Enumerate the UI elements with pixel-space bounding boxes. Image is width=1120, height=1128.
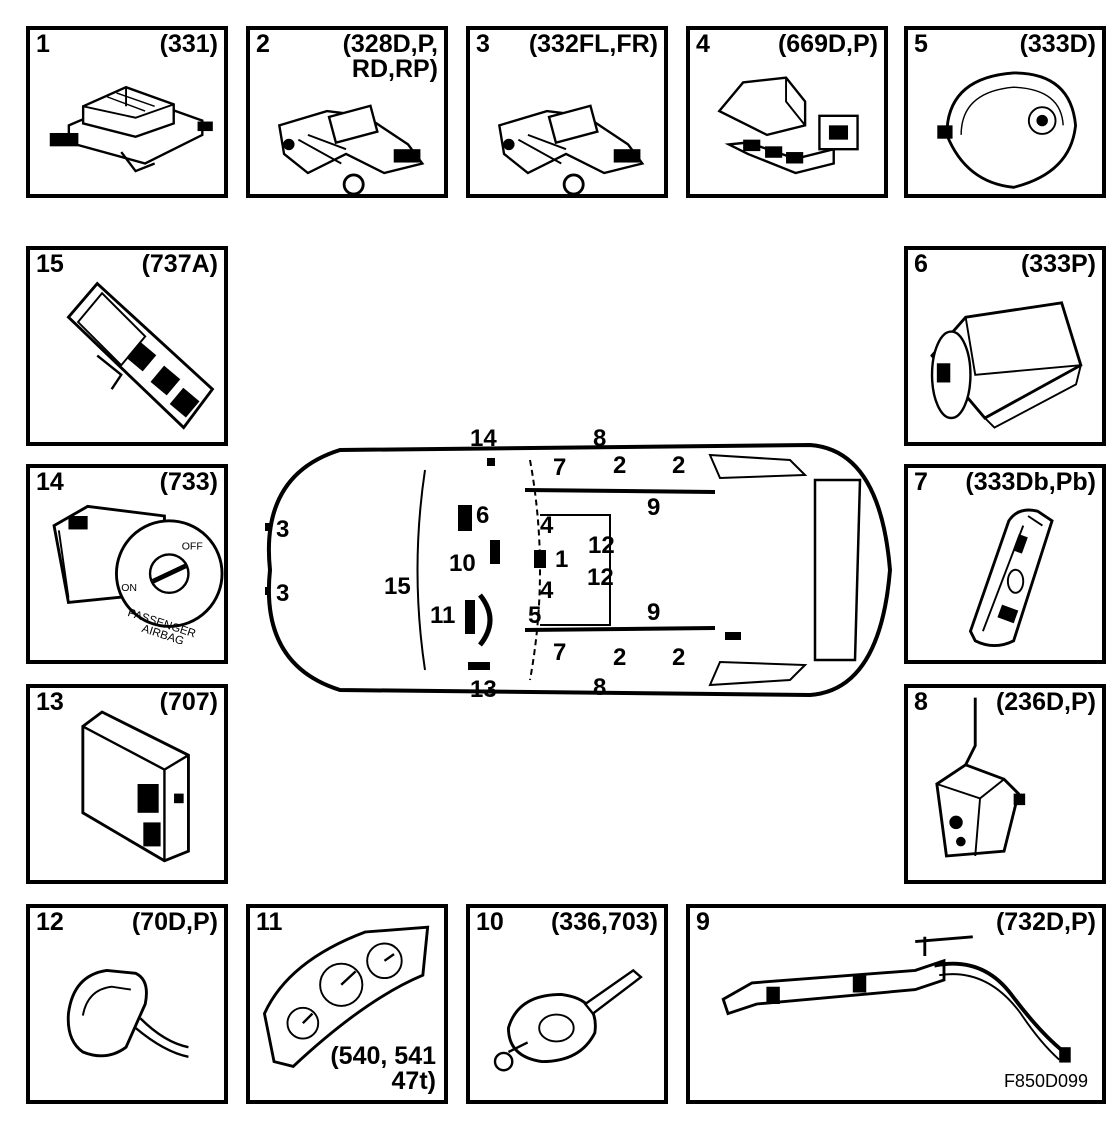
panel-number: 15: [36, 250, 64, 278]
panel-code: (733): [159, 468, 218, 496]
label-12-bottom: 12: [587, 564, 614, 591]
curtain-inflator-icon: [935, 697, 1026, 858]
panel-3-front-sensor: 3 (332FL,FR): [466, 26, 668, 198]
label-7-bottom: 7: [553, 639, 566, 666]
label-3-lower: 3: [276, 580, 289, 607]
instrument-cluster-icon: [262, 925, 430, 1068]
panel-code: (332FL,FR): [528, 30, 658, 58]
dashboard-airbag-icon: [930, 301, 1083, 429]
panel-code: (333D): [1019, 30, 1096, 58]
panel-code: (707): [159, 688, 218, 716]
on-label: ON: [121, 582, 137, 594]
panel-code: (336,703): [550, 908, 658, 936]
panel-code: (236D,P): [995, 688, 1096, 716]
panel-2-crash-sensor: 2 (328D,P, RD,RP): [246, 26, 448, 198]
wiring-harness-icon: [721, 935, 1071, 1063]
control-unit-icon: [81, 710, 190, 863]
connector-module-icon: [717, 76, 859, 175]
label-4-bottom: 4: [540, 577, 554, 604]
figure-id: F850D099: [1003, 1071, 1088, 1091]
label-2-bottom-b: 2: [672, 644, 685, 671]
label-2-bottom-a: 2: [613, 644, 626, 671]
switch-panel-icon: [66, 281, 215, 430]
panel-code: (732D,P): [995, 908, 1096, 936]
label-10: 10: [449, 550, 476, 577]
label-8-top: 8: [593, 425, 606, 452]
control-module-icon: [49, 85, 213, 173]
front-sensor-icon: [497, 104, 645, 194]
label-3-upper: 3: [276, 516, 289, 543]
panel-number: 3: [476, 30, 490, 58]
label-2-top-b: 2: [672, 452, 685, 479]
label-14: 14: [470, 425, 497, 452]
panel-5-driver-airbag: 5 (333D): [904, 26, 1106, 198]
label-12-top: 12: [588, 532, 615, 559]
label-4-top: 4: [540, 512, 554, 539]
panel-code: (331): [159, 30, 218, 58]
panel-12-seat-sensor: 12 (70D,P): [26, 904, 228, 1104]
panel-number: 13: [36, 688, 64, 716]
label-15: 15: [384, 573, 411, 600]
panel-number: 8: [914, 688, 928, 716]
panel-14-passenger-airbag-switch: OFF ON PASSENGER AIRBAG 14 (733): [26, 464, 228, 664]
label-9-bottom: 9: [647, 599, 660, 626]
panel-code: (333Db,Pb): [965, 468, 1096, 496]
vehicle-top-view: 14 8 7 2 2 9 6 4 12 1 10 3 3 12 4 15 11 …: [265, 425, 893, 703]
panel-number: 12: [36, 908, 64, 936]
panel-number: 5: [914, 30, 928, 58]
steering-airbag-icon: [937, 71, 1077, 189]
off-label: OFF: [182, 541, 204, 553]
panel-number: 14: [36, 468, 64, 496]
label-11: 11: [430, 602, 455, 629]
panel-code: (328D,P, RD,RP): [342, 30, 438, 83]
label-1: 1: [555, 546, 568, 573]
panel-code: (333P): [1020, 250, 1096, 278]
panel-number: 4: [696, 30, 710, 58]
label-8-bottom: 8: [593, 674, 606, 701]
label-2-top-a: 2: [613, 452, 626, 479]
panel-1-airbag-control-module: 1 (331): [26, 26, 228, 198]
key-switch-icon: OFF ON PASSENGER AIRBAG: [52, 504, 224, 648]
label-9-top: 9: [647, 494, 660, 521]
label-5: 5: [528, 602, 541, 629]
panel-9-wiring-harness: 9 (732D,P) F850D099: [686, 904, 1106, 1104]
panel-10-clock-spring: 10 (336,703): [466, 904, 668, 1104]
panel-4-seat-belt-pretensioner-connector: 4 (669D,P): [686, 26, 888, 198]
panel-number: 6: [914, 250, 928, 278]
panel-number: 11: [256, 908, 283, 936]
seat-sensor-icon: [66, 968, 189, 1058]
panel-code: (70D,P): [131, 908, 218, 936]
panel-11-instrument-cluster: 11 (540, 541 47t): [246, 904, 448, 1104]
panel-number: 1: [36, 30, 50, 58]
panel-8-curtain-airbag: 8 (236D,P): [904, 684, 1106, 884]
panel-6-passenger-airbag: 6 (333P): [904, 246, 1106, 446]
panel-code: (669D,P): [777, 30, 878, 58]
side-airbag-icon: [968, 508, 1054, 648]
panel-number: 9: [696, 908, 710, 936]
label-13: 13: [470, 676, 497, 703]
side-sensor-icon: [277, 104, 425, 194]
panel-number: 2: [256, 30, 270, 58]
panel-15-switch-panel: 15 (737A): [26, 246, 228, 446]
panel-number: 7: [914, 468, 928, 496]
panel-code: (737A): [141, 250, 218, 278]
panel-number: 10: [476, 908, 504, 936]
label-6: 6: [476, 502, 489, 529]
label-7-top: 7: [553, 454, 566, 481]
panel-13-control-unit: 13 (707): [26, 684, 228, 884]
clock-spring-icon: [493, 968, 643, 1072]
panel-7-side-airbag: 7 (333Db,Pb): [904, 464, 1106, 664]
panel-code: (540, 541 47t): [330, 1042, 436, 1095]
